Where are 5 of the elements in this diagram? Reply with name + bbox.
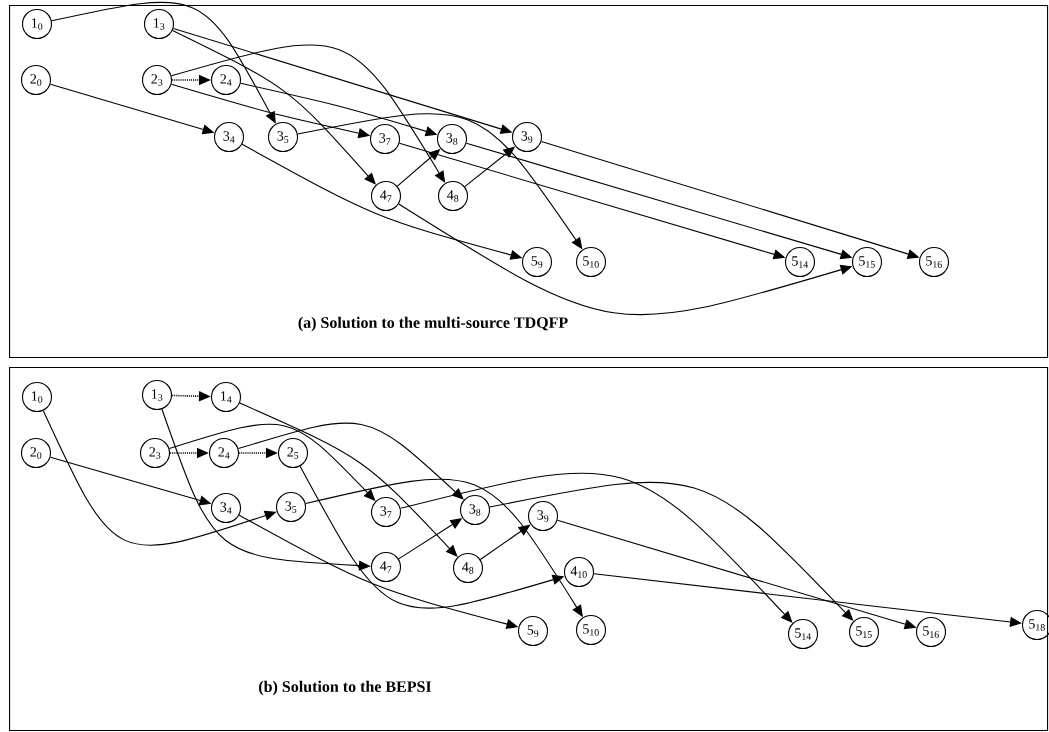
arrow: [400, 472, 793, 623]
arrow: [161, 408, 371, 571]
arrow: [172, 30, 376, 185]
arrow: [237, 422, 464, 500]
arrow: [51, 1, 276, 124]
